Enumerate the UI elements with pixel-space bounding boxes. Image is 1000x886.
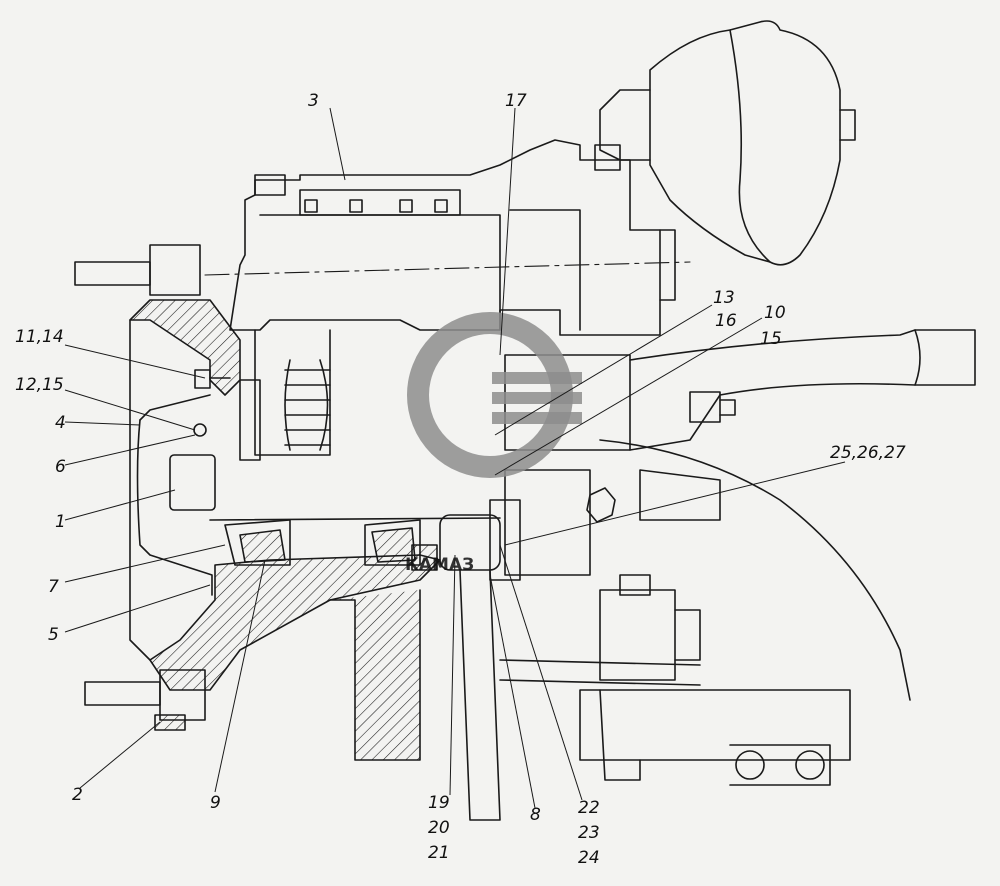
hub-top-section	[129, 299, 241, 396]
hub-cap	[136, 394, 216, 596]
label-10: 10	[764, 303, 786, 323]
hub-flange	[329, 589, 421, 761]
wheel-studs	[74, 244, 206, 731]
part-labels: 3 17 13 16 10 15 11,14 12,15 4 6 1 7 5 2…	[15, 91, 906, 868]
label-13: 13	[713, 288, 735, 308]
caliper-body	[229, 139, 661, 336]
watermark-logo: КАМАЗ	[405, 312, 582, 575]
label-2: 2	[72, 785, 83, 805]
label-9: 9	[210, 793, 221, 813]
brake-chamber	[594, 20, 856, 301]
label-12-15: 12,15	[15, 375, 64, 395]
watermark-text: КАМАЗ	[405, 555, 474, 575]
label-11-14: 11,14	[15, 327, 64, 347]
label-6: 6	[55, 457, 66, 477]
spindle-nut	[439, 499, 521, 821]
label-1: 1	[55, 512, 66, 532]
label-25-27: 25,26,27	[830, 443, 906, 463]
label-16: 16	[715, 311, 737, 331]
watermark-bar-1	[492, 372, 582, 384]
watermark-bar-2	[492, 392, 582, 404]
label-22: 22	[578, 798, 600, 818]
label-15: 15	[760, 329, 782, 349]
label-3: 3	[308, 91, 319, 111]
watermark-bar-3	[492, 412, 582, 424]
leader-lines	[64, 107, 846, 809]
bearings	[209, 517, 501, 571]
label-21: 21	[428, 843, 450, 863]
label-17: 17	[505, 91, 527, 111]
label-24: 24	[578, 848, 600, 868]
label-8: 8	[530, 805, 541, 825]
label-7: 7	[48, 577, 59, 597]
label-4: 4	[55, 413, 66, 433]
label-5: 5	[48, 625, 59, 645]
centerline	[204, 261, 691, 276]
lower-assembly	[499, 574, 851, 786]
label-19: 19	[428, 793, 450, 813]
knuckle-arm	[504, 329, 976, 701]
label-20: 20	[428, 818, 450, 838]
piston-boot	[239, 329, 331, 461]
small-bolt	[194, 369, 211, 389]
label-23: 23	[578, 823, 600, 843]
mechanism-lines	[74, 20, 976, 821]
